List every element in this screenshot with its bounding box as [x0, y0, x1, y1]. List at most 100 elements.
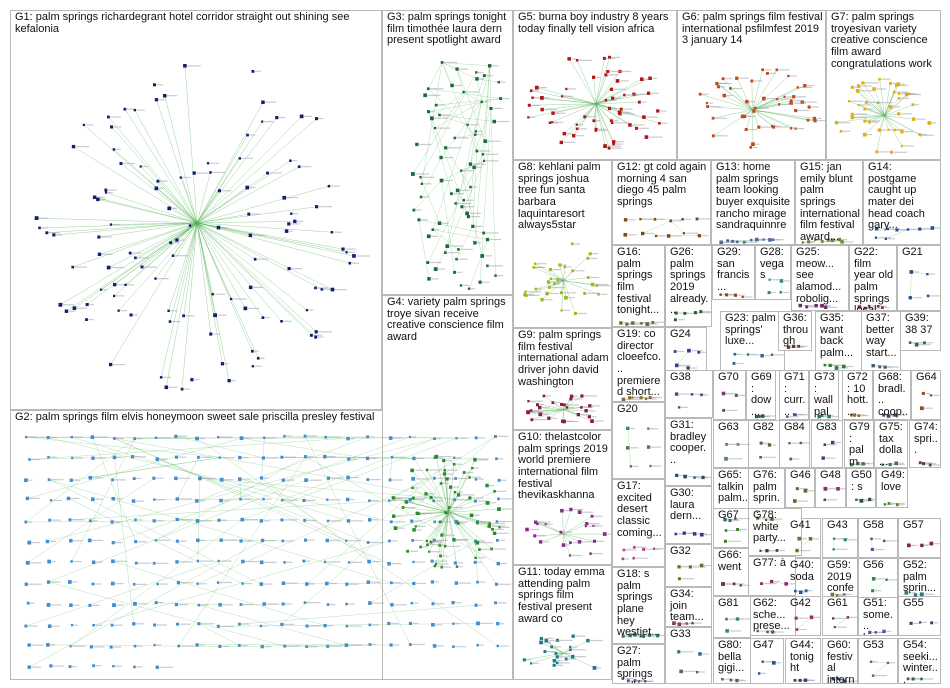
node-label-mark [705, 476, 711, 478]
graph-node [722, 408, 726, 412]
node-label-mark [330, 477, 344, 479]
edge [884, 83, 891, 116]
edge [48, 437, 392, 523]
node-label-mark [318, 331, 332, 333]
node-label-mark [641, 101, 647, 103]
graph-node [238, 477, 242, 481]
graph-node [156, 179, 160, 183]
graph-node [133, 665, 136, 669]
node-label-mark [738, 394, 745, 396]
node-label-mark [827, 488, 840, 490]
edge [420, 177, 440, 224]
node-label-mark [533, 419, 547, 421]
group-label: G49: love [881, 469, 905, 493]
node-label-mark [156, 624, 167, 626]
graph-node [70, 435, 73, 439]
graph-node [929, 541, 934, 546]
graph-node [632, 556, 635, 560]
edge [66, 222, 198, 312]
node-label-mark [566, 420, 579, 423]
graph-node [642, 115, 646, 119]
graph-node [909, 270, 914, 274]
edge [448, 459, 476, 513]
node-label-mark [476, 166, 482, 168]
graph-node [735, 678, 739, 683]
node-label-mark [900, 83, 905, 85]
node-label-mark [544, 97, 550, 99]
node-label-mark [411, 436, 417, 438]
node-label-mark [929, 295, 940, 297]
node-label-mark [212, 171, 226, 173]
node-label-mark [72, 666, 77, 668]
group-panel-g31: G31: bradley cooper... [665, 418, 712, 486]
graph-node [538, 412, 543, 417]
group-network-g12 [623, 217, 710, 238]
edge [872, 579, 887, 591]
graph-node [499, 97, 503, 100]
graph-node [719, 293, 722, 296]
node-label-mark [791, 442, 804, 444]
graph-node [175, 497, 179, 501]
graph-node [218, 644, 222, 648]
graph-node [216, 581, 220, 584]
node-label-mark [470, 288, 475, 290]
graph-node [345, 582, 349, 586]
group-label: G34: join team... [670, 588, 704, 624]
node-label-mark [830, 239, 839, 241]
node-label-mark [884, 307, 890, 309]
node-label-mark [904, 131, 913, 133]
node-label-mark [429, 544, 442, 546]
graph-node [440, 565, 444, 569]
node-label-mark [179, 623, 191, 625]
node-label-mark [436, 457, 443, 459]
graph-node [768, 238, 772, 242]
graph-node [411, 172, 415, 176]
group-network-g11 [522, 634, 603, 670]
graph-node [920, 677, 923, 681]
node-label-mark [858, 499, 870, 501]
graph-node [230, 297, 233, 301]
node-label-mark [347, 540, 362, 542]
node-label-mark [434, 229, 439, 231]
graph-node [174, 434, 178, 438]
edge [196, 222, 246, 309]
node-label-mark [478, 437, 486, 439]
node-label-mark [704, 534, 711, 536]
group-network-g23 [732, 352, 784, 365]
node-label-mark [652, 396, 662, 399]
node-label-mark [481, 548, 494, 551]
graph-node [569, 541, 572, 544]
edge [442, 62, 478, 80]
group-label: G12: gt cold again morning 4 san diego 4… [617, 161, 707, 208]
graph-node [467, 287, 471, 290]
node-label-mark [433, 497, 441, 499]
node-label-mark [220, 227, 228, 229]
group-panel-g38: G38 [665, 370, 713, 418]
graph-node [918, 227, 922, 231]
graph-node [434, 454, 439, 459]
graph-node [532, 266, 535, 269]
graph-node [408, 643, 412, 646]
edge [164, 95, 198, 223]
graph-node [897, 97, 901, 100]
group-panel-g16: G16: palm springs film festival tonight.… [612, 245, 665, 327]
graph-node [820, 414, 824, 417]
graph-node [46, 643, 50, 647]
node-label-mark [102, 289, 108, 291]
node-label-mark [158, 99, 166, 101]
group-panel-g59: G59: 2019 confe... [822, 558, 858, 598]
node-label-mark [351, 458, 357, 460]
node-label-mark [443, 157, 453, 159]
graph-node [786, 345, 791, 349]
node-label-mark [760, 126, 772, 128]
graph-node [66, 496, 71, 501]
node-label-mark [116, 284, 128, 286]
node-label-mark [231, 380, 236, 382]
node-label-mark [797, 500, 809, 502]
graph-node [651, 321, 655, 324]
node-label-mark [499, 645, 509, 647]
node-label-mark [834, 593, 847, 596]
node-label-mark [555, 112, 566, 114]
group-network-g8 [523, 242, 611, 315]
graph-node [323, 454, 327, 459]
